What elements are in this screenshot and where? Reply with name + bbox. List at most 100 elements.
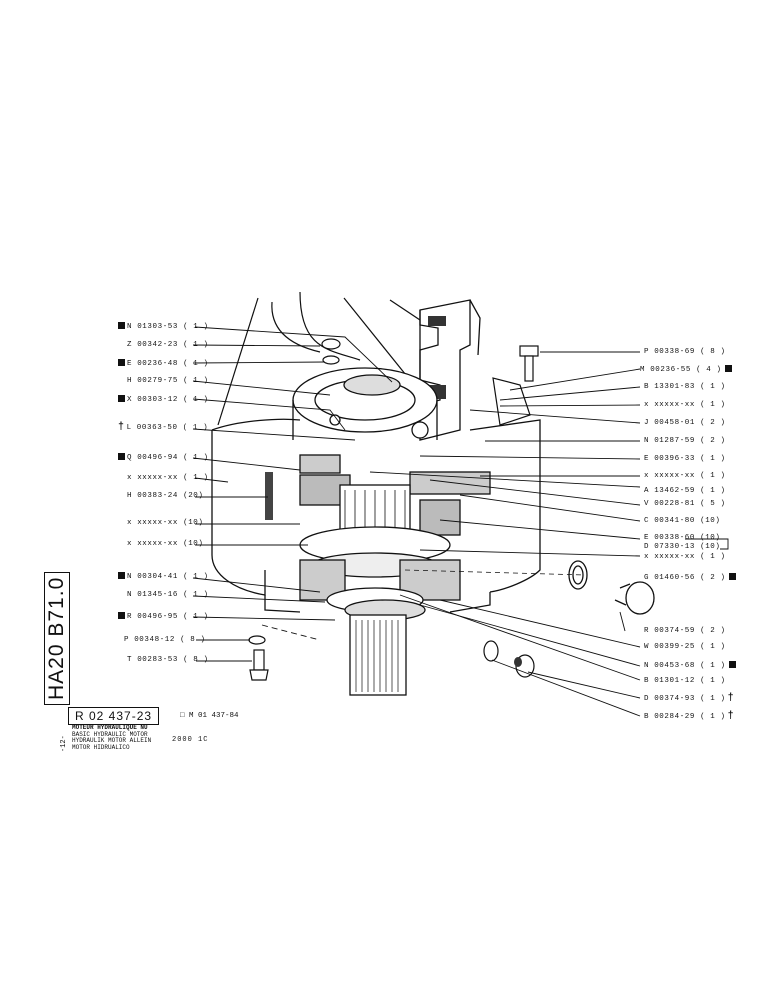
part-label: N 01303-53 ( 1 ) <box>118 322 209 332</box>
part-label: M 00236-55 ( 4 ) <box>640 365 732 375</box>
part-label: †L 00363-50 ( 1 ) <box>118 423 208 433</box>
square-marker-icon <box>118 612 125 619</box>
part-label-text: B 13301-83 ( 1 ) <box>644 383 726 391</box>
part-label: x xxxxx-xx ( 1 ) <box>644 401 726 410</box>
part-label-text: N 00453-68 ( 1 ) <box>644 662 726 670</box>
seal-ring <box>568 560 588 590</box>
leader-lines-right <box>369 351 729 717</box>
part-label-text: x xxxxx-xx ( 1 ) <box>644 472 726 480</box>
title-es: MOTOR HIDRUALICO <box>72 743 130 751</box>
side-code: HA20 B71.0 <box>44 571 70 705</box>
part-label: X 00303-12 ( 1 ) <box>118 395 209 405</box>
part-label: R 00496-95 ( 1 ) <box>118 612 209 622</box>
top-bracket <box>419 299 481 441</box>
part-label-text: D 00374-93 ( 1 ) <box>644 695 726 703</box>
part-label-text: x xxxxx-xx ( 1 ) <box>644 401 726 409</box>
part-label-text: A 13462-59 ( 1 ) <box>644 487 726 495</box>
part-label: x xxxxx-xx (10) <box>127 519 204 528</box>
part-label-text: E 00338-60 (10) <box>644 534 721 542</box>
square-marker-icon <box>728 661 736 668</box>
part-label: J 00458-01 ( 2 ) <box>644 419 726 428</box>
part-label: G 01460-56 ( 2 ) <box>644 573 736 583</box>
part-label-text: G 01460-56 ( 2 ) <box>644 574 726 582</box>
square-marker-icon <box>118 572 125 579</box>
part-label-text: W 00399-25 ( 1 ) <box>644 643 726 651</box>
square-marker-icon <box>724 365 732 372</box>
reference-sub: □ M 01 437-84 <box>180 712 239 720</box>
model-code: 2000 1C <box>172 736 209 744</box>
plug <box>614 581 655 615</box>
washer <box>248 635 266 645</box>
dagger-marker-icon: † <box>118 422 125 433</box>
part-label: N 00453-68 ( 1 ) <box>644 661 736 671</box>
leader-lines-left <box>192 326 393 662</box>
part-label: A 13462-59 ( 1 ) <box>644 487 726 496</box>
title-de: HYDRAULIK MOTOR ALLEIN <box>72 737 152 745</box>
title-block: MOTEUR HYDRAULIQUE NU BASIC HYDRAULIC MO… <box>72 724 152 751</box>
screw <box>249 649 269 681</box>
part-label-text: x xxxxx-xx (10) <box>127 540 204 548</box>
part-label-text: H 00279-75 ( 1 ) <box>127 377 209 385</box>
part-label-text: x xxxxx-xx ( 1 ) <box>127 474 209 482</box>
part-label: B 13301-83 ( 1 ) <box>644 383 726 392</box>
square-marker-icon <box>118 322 125 329</box>
part-label-text: L 00363-50 ( 1 ) <box>126 424 209 432</box>
part-label-text: Q 00496-94 ( 1 ) <box>127 454 209 462</box>
small-plug <box>514 654 535 678</box>
part-label: x xxxxx-xx (10) <box>127 540 204 549</box>
part-label-text: N 01345-16 ( 1 ) <box>127 591 209 599</box>
part-label: E 00338-60 (10) <box>644 534 721 543</box>
part-label-text: x xxxxx-xx ( 1 ) <box>644 553 726 561</box>
title-en: BASIC HYDRAULIC MOTOR <box>72 730 148 738</box>
part-label-text: P 00338-69 ( 8 ) <box>644 348 726 356</box>
side-page-number: -12- <box>60 735 68 752</box>
part-label-text: X 00303-12 ( 1 ) <box>127 396 209 404</box>
motor-housing <box>211 367 541 696</box>
part-label-text: R 00496-95 ( 1 ) <box>127 613 209 621</box>
part-label-text: E 00396-33 ( 1 ) <box>644 455 726 463</box>
part-label: B 01301-12 ( 1 ) <box>644 677 726 686</box>
reference-number: R 02 437-23 <box>68 707 160 725</box>
part-label-text: T 00283-53 ( 8 ) <box>127 656 209 664</box>
part-label-text: H 00383-24 (20) <box>127 492 204 500</box>
part-label-text: x xxxxx-xx (10) <box>127 519 204 527</box>
part-label-text: Z 00342-23 ( 1 ) <box>127 341 209 349</box>
part-label: x xxxxx-xx ( 1 ) <box>644 472 726 481</box>
part-label: C 00341-80 (10) <box>644 517 721 526</box>
square-marker-icon <box>118 359 125 366</box>
part-label: H 00383-24 (20) <box>127 492 204 501</box>
part-label-text: M 00236-55 ( 4 ) <box>640 366 722 374</box>
part-label-text: B 01301-12 ( 1 ) <box>644 677 726 685</box>
part-label: P 00338-69 ( 8 ) <box>644 348 726 357</box>
bracket-right <box>492 377 531 426</box>
part-label: x xxxxx-xx ( 1 ) <box>644 553 726 562</box>
part-label: D 00374-93 ( 1 )† <box>644 694 734 704</box>
square-marker-icon <box>118 395 125 402</box>
top-nut <box>321 338 341 365</box>
part-label: N 01287-59 ( 2 ) <box>644 437 726 446</box>
part-label: N 00304-41 ( 1 ) <box>118 572 209 582</box>
part-label: T 00283-53 ( 8 ) <box>127 656 209 665</box>
bolt-top-right <box>519 345 539 382</box>
small-ring <box>483 640 499 662</box>
square-marker-icon <box>118 453 125 460</box>
part-label-text: E 00236-48 ( 1 ) <box>127 360 209 368</box>
part-label: B 00284-29 ( 1 )† <box>644 712 734 722</box>
part-label-text: N 01303-53 ( 1 ) <box>127 323 209 331</box>
part-label: E 00236-48 ( 1 ) <box>118 359 209 369</box>
part-label: Q 00496-94 ( 1 ) <box>118 453 209 463</box>
part-label: N 01345-16 ( 1 ) <box>127 591 209 600</box>
square-marker-icon <box>728 573 736 580</box>
part-label-text: P 00348-12 ( 8 ) <box>124 636 206 644</box>
part-label: P 00348-12 ( 8 ) <box>124 636 206 645</box>
part-label: R 00374-59 ( 2 ) <box>644 627 726 636</box>
part-label-text: B 00284-29 ( 1 ) <box>644 713 726 721</box>
part-label-text: D 07330-13 (10) <box>644 543 721 551</box>
part-label-text: N 01287-59 ( 2 ) <box>644 437 726 445</box>
part-label: V 00228-81 ( 5 ) <box>644 500 726 509</box>
part-label-text: N 00304-41 ( 1 ) <box>127 573 209 581</box>
dagger-marker-icon: † <box>727 711 735 722</box>
part-label: D 07330-13 (10) <box>644 543 721 552</box>
